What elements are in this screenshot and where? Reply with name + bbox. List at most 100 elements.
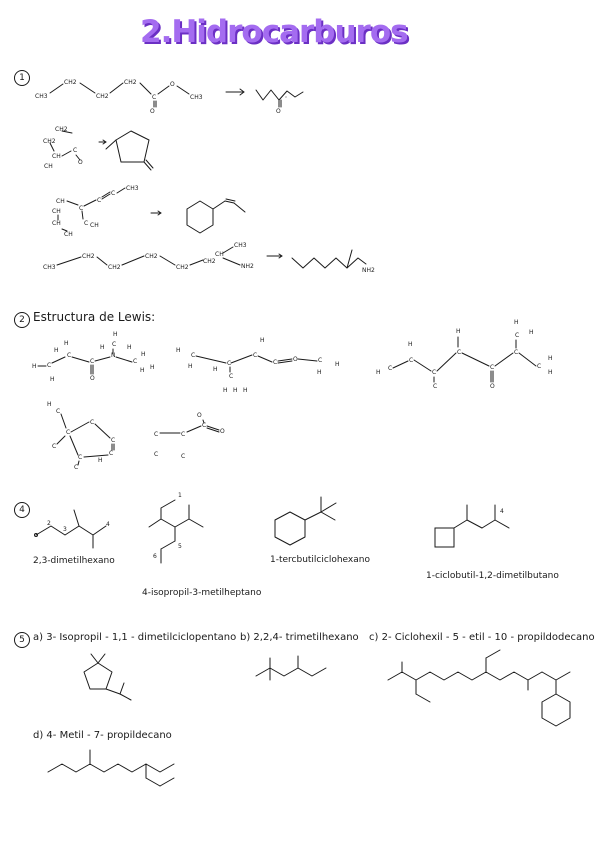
s5-structure-d [47, 749, 175, 787]
s4-name-1: 2,3-dimetilhexano [33, 556, 115, 566]
svg-text:C: C [181, 453, 185, 460]
s1r4-atom: CH2 [108, 264, 121, 271]
svg-text:C: C [490, 364, 494, 371]
s4-name-4: 1-ciclobutil-1,2-dimetilbutano [426, 571, 559, 581]
s1r1-atom: CH3 [35, 93, 48, 100]
s1r3-atom: CH [90, 222, 99, 229]
s1r4-atom: CH [215, 251, 224, 258]
svg-text:C: C [47, 362, 51, 369]
svg-text:C: C [514, 349, 518, 356]
svg-text:H: H [113, 331, 118, 338]
svg-text:6: 6 [153, 553, 157, 560]
s1r1-atom: O [170, 81, 175, 88]
svg-text:5: 5 [178, 543, 182, 550]
svg-text:3: 3 [63, 526, 67, 533]
svg-text:C: C [537, 363, 541, 370]
s1r4-atom: CH2 [82, 253, 95, 260]
s1r4-nh2: NH2 [362, 267, 375, 274]
svg-text:C: C [66, 429, 70, 436]
svg-text:H: H [233, 387, 238, 394]
svg-text:C: C [457, 349, 461, 356]
s1r3-atom: CH [64, 231, 73, 238]
s2-lewis-2: H C H H C C H C C O C H H H H H [176, 337, 340, 394]
s5-name-b: b) 2,2,4- trimetilhexano [240, 632, 359, 643]
svg-text:1: 1 [178, 492, 182, 499]
svg-text:C: C [133, 358, 137, 365]
svg-text:H: H [98, 457, 103, 464]
s4-name-2: 4-isopropil-3-metilheptano [142, 588, 262, 598]
svg-text:H: H [140, 367, 145, 374]
s1r2-atom: CH2 [55, 126, 68, 133]
svg-text:C: C [202, 422, 206, 429]
s1r3-atom: C [84, 220, 88, 227]
svg-text:C: C [253, 352, 257, 359]
svg-text:H: H [260, 337, 265, 344]
section-5-number: 5 [14, 632, 30, 648]
s1r3-atom: CH [56, 198, 65, 205]
s1r4-atom: CH3 [43, 264, 56, 271]
s1r1-atom: CH2 [96, 93, 109, 100]
s1r1-atom: CH2 [64, 79, 77, 86]
s2-lewis-1: H C H H C H C O N C H H H C H H H [32, 331, 155, 383]
s1r2-atom: CH [52, 153, 61, 160]
s1r2-atom: CH2 [43, 138, 56, 145]
s1r3-atom: CH [52, 208, 61, 215]
s1-row4-structure: CH3 CH2 CH2 CH2 CH2 CH2 CH CH3 NH2 NH2 [43, 242, 375, 274]
svg-text:C: C [273, 359, 277, 366]
s1r4-atom: CH2 [176, 264, 189, 271]
s4-structure-4: 4 [434, 504, 510, 548]
svg-text:H: H [529, 329, 534, 336]
svg-text:H: H [50, 376, 55, 383]
svg-text:C: C [229, 373, 233, 380]
s1r3-atom: C [79, 205, 83, 212]
svg-text:H: H [150, 364, 155, 371]
svg-text:O: O [293, 356, 298, 363]
svg-text:O: O [490, 383, 495, 390]
s4-structure-3 [274, 496, 337, 546]
s1r2-atom: C [73, 147, 77, 154]
page-title: 2.Hidrocarburos [140, 14, 409, 50]
svg-text:H: H [176, 347, 181, 354]
s5-structure-c [387, 649, 571, 727]
s1-row2-structure: CH2 CH2 CH CH C O [43, 126, 154, 171]
s1r4-atom: NH2 [241, 263, 254, 270]
s5-name-a: a) 3- Isopropil - 1,1 - dimetilciclopent… [33, 632, 237, 643]
s1r3-atom: C [111, 190, 115, 197]
svg-text:H: H [376, 369, 381, 376]
s2-lewis-4: C H C C C C C C C H [47, 401, 115, 471]
svg-text:C: C [90, 419, 94, 426]
svg-text:O: O [197, 412, 202, 419]
svg-text:C: C [181, 431, 185, 438]
s5-structure-a [83, 653, 132, 701]
svg-text:H: H [514, 319, 519, 326]
s1r1-atom: CH2 [124, 79, 137, 86]
svg-text:H: H [64, 340, 69, 347]
svg-text:C: C [515, 332, 519, 339]
svg-text:C: C [318, 357, 322, 364]
s1-row3-structure: CH CH CH CH C C C C CH3 CH [52, 185, 246, 238]
section-4-number: 4 [14, 502, 30, 518]
svg-text:H: H [188, 363, 193, 370]
svg-text:O: O [220, 428, 225, 435]
svg-text:H: H [223, 387, 228, 394]
svg-text:C: C [432, 369, 436, 376]
s1r1-atom: CH3 [190, 94, 203, 101]
svg-text:H: H [47, 401, 52, 408]
svg-text:C: C [109, 450, 113, 457]
section-1-number: 1 [14, 70, 30, 86]
svg-text:C: C [154, 431, 158, 438]
s5-structure-b [255, 655, 327, 681]
svg-text:H: H [243, 387, 248, 394]
s1r4-atom: CH2 [145, 253, 158, 260]
s1r1-atom: C [152, 94, 156, 101]
svg-text:C: C [154, 451, 158, 458]
svg-text:H: H [141, 351, 146, 358]
s1r3-atom: C [97, 197, 101, 204]
svg-text:C: C [52, 443, 56, 450]
s1-row1-structure: CH3 CH2 CH2 CH2 C O CH3 O O [35, 79, 304, 115]
svg-text:C: C [74, 464, 78, 471]
svg-text:H: H [456, 328, 461, 335]
s2-lewis-3: H C H C C C H C C O C C H H C H H [376, 319, 553, 390]
svg-text:H: H [548, 355, 553, 362]
